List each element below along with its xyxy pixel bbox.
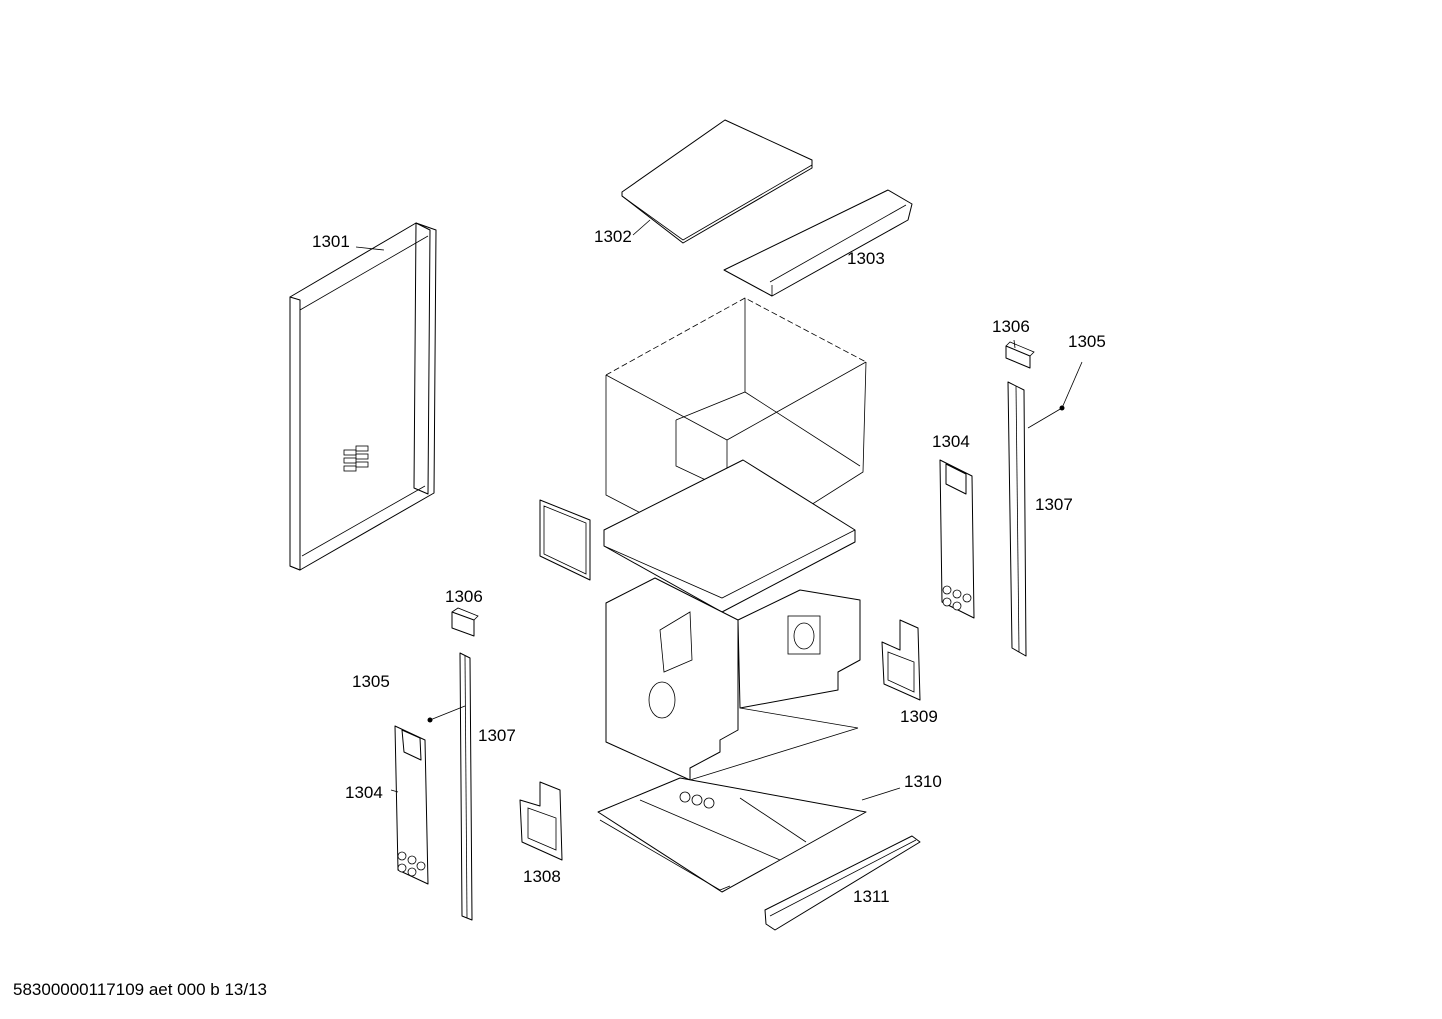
part-1307-right-rail	[1007, 381, 1027, 657]
part-1302-top-cover	[621, 119, 813, 244]
callout-1301: 1301	[312, 232, 350, 251]
part-1306-left-clip	[451, 607, 479, 637]
part-1301-side-panel	[289, 222, 437, 571]
callout-1305-left: 1305	[352, 672, 390, 691]
callout-1306-right: 1306	[992, 317, 1030, 336]
callout-1308: 1308	[523, 867, 561, 886]
callout-1302: 1302	[594, 227, 632, 246]
callout-1311: 1311	[853, 887, 890, 906]
callout-1307-right: 1307	[1035, 495, 1073, 514]
part-1309-bracket	[881, 619, 921, 701]
callout-1303: 1303	[847, 249, 885, 268]
part-1307-left-rail	[459, 652, 473, 921]
lower-cavity-frame	[605, 577, 861, 781]
callout-1309: 1309	[900, 707, 938, 726]
callout-1304-left: 1304	[345, 783, 383, 802]
part-1304-right-bracket	[939, 459, 975, 619]
part-1304-left-bracket	[394, 725, 429, 885]
document-id-footer: 58300000117109 aet 000 b 13/13	[13, 980, 267, 999]
part-1303-rear-top-cover	[723, 189, 913, 297]
callout-1310: 1310	[904, 772, 942, 791]
front-small-panel	[539, 499, 591, 581]
part-1308-bracket	[519, 781, 563, 861]
callout-1306-left: 1306	[445, 587, 483, 606]
callout-1307-left: 1307	[478, 726, 516, 745]
middle-plate	[603, 459, 856, 613]
callout-1304-right: 1304	[932, 432, 970, 451]
part-1306-right-clip	[1005, 341, 1035, 369]
vent-slots	[343, 445, 369, 472]
callout-labels: 1301 1302 1303 1306 1305 1304 1307 1306 …	[312, 227, 1106, 906]
part-1310-base-frame	[597, 777, 867, 893]
callout-1305-right: 1305	[1068, 332, 1106, 351]
leader-lines	[355, 219, 1083, 801]
part-1311-rail	[764, 835, 921, 931]
lower-panel-round-opening	[648, 681, 676, 719]
